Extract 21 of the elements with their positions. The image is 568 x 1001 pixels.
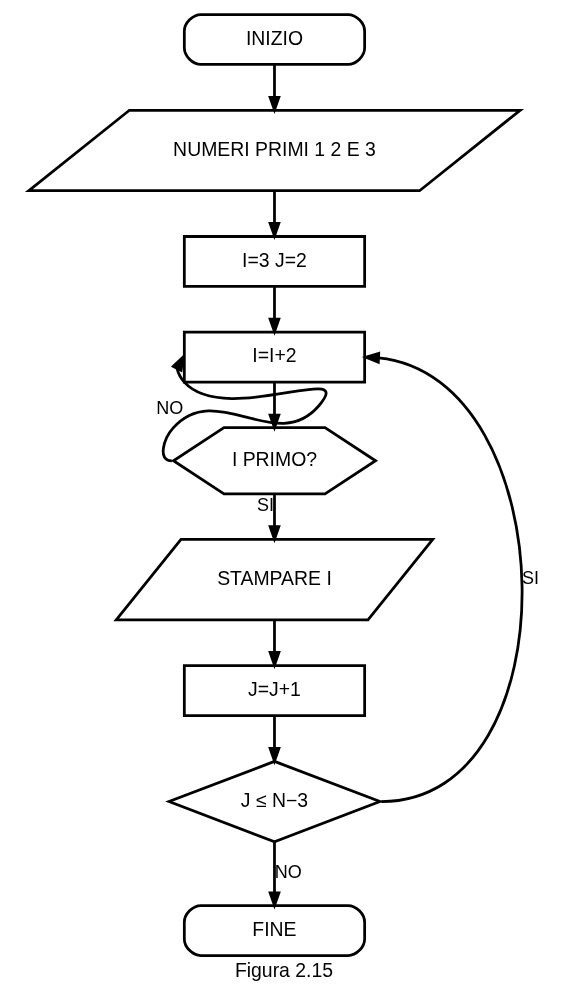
arrow xyxy=(161,352,327,462)
edge-label: NO xyxy=(156,397,184,418)
node-box: FINE xyxy=(182,903,367,957)
arrow xyxy=(268,286,281,336)
node-box: J=J+1 xyxy=(182,663,367,717)
arrow xyxy=(268,381,281,432)
arrow xyxy=(268,841,281,910)
arrow xyxy=(268,190,281,240)
arrow xyxy=(361,351,524,803)
arrow xyxy=(268,493,281,543)
edge-label: NO xyxy=(274,861,302,882)
node-box: I=I+2 xyxy=(182,330,367,384)
edge-label: SI xyxy=(256,494,274,515)
node-box: INIZIO xyxy=(182,12,367,66)
arrow xyxy=(268,64,281,114)
node-diamond: J ≤ N−3 xyxy=(165,759,384,843)
caption: Figura 2.15 xyxy=(234,958,334,981)
edge-label: SI xyxy=(521,567,539,588)
arrow xyxy=(268,715,281,765)
arrow xyxy=(268,619,281,669)
node-box: I=3 J=2 xyxy=(182,234,367,288)
